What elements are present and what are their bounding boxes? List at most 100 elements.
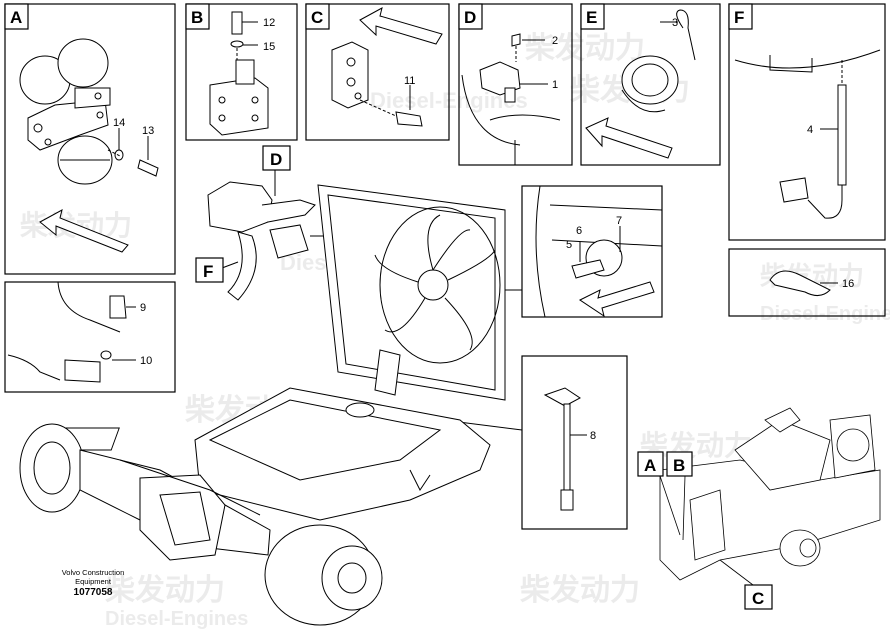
panel-cable-tie-frame — [728, 248, 886, 317]
callout-16: 16 — [842, 278, 854, 290]
panel-f-frame — [728, 3, 886, 241]
overview-a-callout: A — [644, 456, 656, 475]
screw-2 — [511, 33, 521, 47]
panel-f-callout: F — [203, 262, 213, 281]
callout-15: 15 — [263, 41, 275, 53]
panel-b-label: B — [191, 8, 203, 27]
callout-8: 8 — [590, 430, 596, 442]
temperature-sensor-4 — [837, 84, 847, 186]
fuel-tank — [194, 387, 491, 521]
differential-housing — [139, 474, 226, 561]
watermark-cn: 柴发动力 — [525, 32, 645, 65]
expansion-tank — [207, 181, 273, 233]
callout-12: 12 — [263, 17, 275, 29]
fan-hub — [417, 269, 449, 301]
gauge-head — [543, 387, 581, 407]
panel-level-gauge-frame — [521, 355, 628, 530]
cable-tie-16 — [769, 270, 831, 296]
direction-arrow — [579, 281, 655, 318]
panel-b-label-box — [185, 3, 210, 30]
hose-clip-3 — [676, 9, 696, 61]
lower-hose — [227, 231, 257, 301]
callout-1: 1 — [552, 79, 558, 91]
panel-fan-detail-frame — [521, 185, 663, 318]
valve-block-c — [331, 41, 369, 109]
solenoid-valve-body — [209, 77, 269, 136]
pressure-sensor-12 — [231, 11, 243, 35]
panel-f-label-box — [728, 3, 753, 30]
fitting-13 — [137, 159, 159, 177]
panel-e-frame — [580, 3, 721, 166]
wheel-hub-rear-left — [19, 423, 85, 513]
callout-11: 11 — [404, 75, 415, 87]
panel-cable-tie — [728, 248, 886, 317]
credit-block: Volvo Construction Equipment 1077058 — [38, 568, 148, 598]
panel-f-label: F — [734, 8, 744, 27]
sensor-connector — [779, 177, 809, 203]
fitting-11 — [395, 111, 423, 127]
overview-c-callout: C — [752, 589, 764, 608]
panel-a-label-box — [4, 3, 29, 30]
panel-d-label-box — [458, 3, 483, 30]
filler-cap — [621, 55, 679, 105]
valve-block — [27, 99, 109, 151]
callout-6: 6 — [576, 225, 582, 237]
direction-arrow — [39, 209, 129, 253]
panel-b — [185, 3, 298, 141]
panel-c-frame — [305, 3, 450, 141]
direction-arrow — [359, 7, 443, 45]
chassis-assembly — [19, 387, 491, 626]
callout-9: 9 — [140, 302, 146, 314]
panel-a-frame — [4, 3, 176, 275]
panel-c-label: C — [311, 8, 323, 27]
panel-e-label-box — [580, 3, 605, 30]
panel-a — [4, 3, 176, 275]
fitting-9 — [109, 295, 127, 319]
panel-c-label-box — [305, 3, 330, 30]
machine-overview — [659, 407, 881, 589]
fan-shroud — [317, 184, 506, 401]
panel-e — [580, 3, 721, 166]
overview-b-callout-box — [666, 451, 693, 477]
panel-c — [305, 3, 450, 141]
callout-3: 3 — [672, 17, 678, 29]
panel-b-frame — [185, 3, 298, 141]
washer-10 — [100, 350, 112, 360]
panel-d-label: D — [464, 8, 476, 27]
callout-5: 5 — [566, 239, 572, 251]
level-gauge-8 — [563, 403, 571, 493]
panel-d — [458, 3, 573, 166]
panel-a-label: A — [10, 8, 22, 27]
accumulator-right — [57, 38, 109, 88]
level-sensor-1 — [479, 61, 521, 96]
watermark-en: Diesel-Engines — [105, 608, 248, 629]
callout-13: 13 — [142, 125, 154, 137]
panel-hose-fittings-frame — [4, 281, 176, 393]
expansion-tank-assembly — [207, 170, 338, 301]
fan-overview — [829, 414, 876, 479]
panel-e-label: E — [586, 8, 597, 27]
fan-ring — [379, 206, 501, 364]
cooling-fan-assembly — [317, 184, 506, 401]
watermark-cn: 柴发动力 — [105, 574, 225, 607]
panel-f-callout-box — [195, 257, 224, 283]
drawing-number: 1077058 — [73, 587, 113, 598]
callout-4: 4 — [807, 124, 813, 136]
callout-14: 14 — [113, 117, 125, 129]
panel-fan-detail — [521, 185, 663, 318]
credit-line-1: Volvo Construction — [61, 568, 125, 577]
panel-d-callout: D — [270, 150, 282, 169]
direction-arrow — [585, 117, 673, 159]
panel-hose-fittings — [4, 281, 176, 393]
filler-neck — [345, 402, 375, 418]
callout-7: 7 — [616, 215, 622, 227]
panel-f — [728, 3, 886, 241]
o-ring-15 — [230, 40, 244, 48]
upper-hose — [261, 199, 316, 223]
panel-d-callout-box — [262, 145, 291, 171]
callout-10: 10 — [140, 355, 152, 367]
hose-connector-5 — [571, 259, 605, 279]
callout-2: 2 — [552, 35, 558, 47]
overview-a-callout-box — [637, 451, 664, 477]
